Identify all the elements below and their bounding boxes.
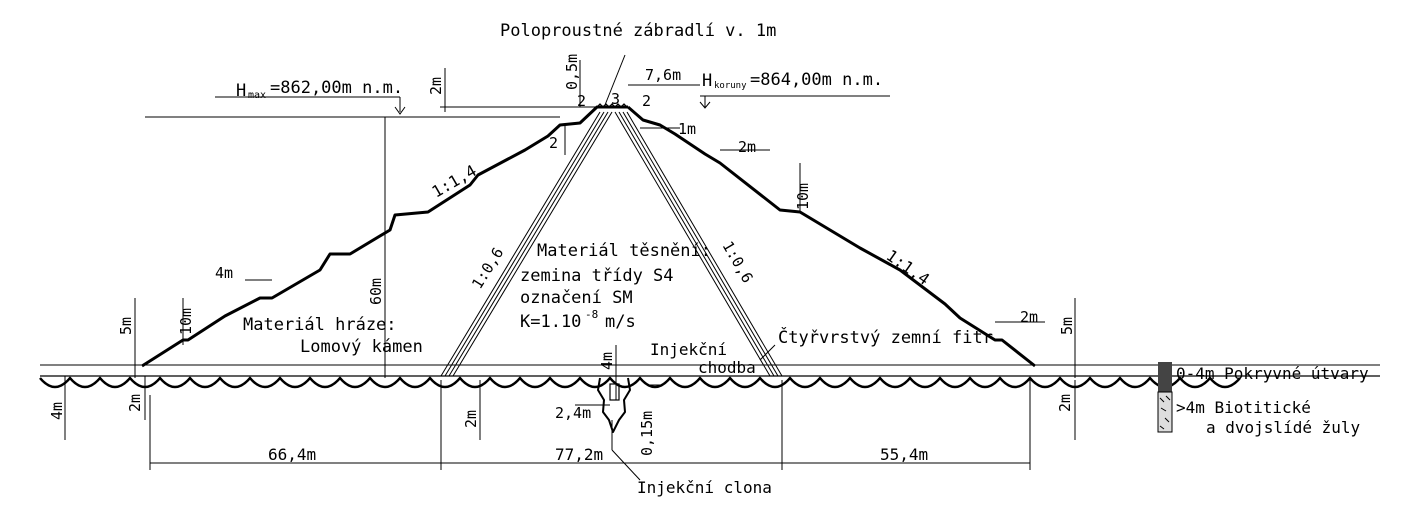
dim-crest-width: 7,6m [645, 66, 681, 84]
seal-material-class: zemina třídy S4 [520, 266, 674, 286]
crest-2-right: 2 [642, 92, 651, 110]
dim-60m: 60m [367, 278, 385, 305]
dam-material-value: Lomový kámen [300, 337, 423, 357]
dim-10m-right: 10m [794, 183, 812, 210]
dim-55-4m: 55,4m [880, 445, 928, 464]
dim-5m-right: 5m [1058, 317, 1076, 335]
slope-right: 1:1,4 [883, 246, 933, 289]
dim-2m-mid: 2m [462, 410, 480, 428]
dim-1m: 1m [678, 120, 696, 138]
hcrown-letter: H [702, 71, 712, 91]
dim-left-2m-top: 2m [427, 77, 445, 95]
seal-material-code: označení SM [520, 288, 633, 308]
seal-material-title: Materiál těsnění: [537, 241, 711, 261]
slope-core-left: 1:0,6 [468, 244, 507, 292]
dim-10m-left: 10m [177, 308, 195, 335]
dimension-lines [64, 54, 1076, 481]
legend-granite-label-1: >4m Biotitické [1176, 398, 1311, 417]
dim-0-15m: 0,15m [638, 411, 656, 456]
dim-2m-right-berm: 2m [738, 138, 756, 156]
seal-permeability-unit: m/s [605, 312, 636, 332]
seal-permeability-exponent: -8 [585, 308, 598, 321]
grout-curtain-label: Injekční clona [637, 478, 772, 497]
crest-2-left: 2 [577, 92, 586, 110]
crest-3: 3 [611, 90, 620, 108]
dim-4m-berm: 4m [215, 264, 233, 282]
legend-cover-hatch [1158, 362, 1172, 392]
dim-2m-left: 2m [126, 394, 144, 412]
legend-granite-dots [1159, 395, 1171, 430]
hcrown-subscript: koruny [714, 81, 747, 91]
dim-5m-left: 5m [117, 317, 135, 335]
hmax-subscript: max [248, 90, 266, 101]
legend-cover-label: 0-4m Pokryvné útvary [1176, 364, 1369, 383]
dim-2m-right-low: 2m [1020, 308, 1038, 326]
hmax-letter: H [236, 81, 246, 101]
crest-railing [596, 103, 628, 108]
core-right-layers [614, 111, 783, 377]
dim-4m-ground: 4m [48, 402, 66, 420]
slope-core-right: 1:0,6 [719, 238, 757, 286]
legend-granite-label-2: a dvojslídé žuly [1206, 418, 1360, 437]
crest-2-lower: 2 [549, 134, 558, 152]
grouting-gallery [597, 377, 631, 450]
dim-4m-gallery: 4m [598, 352, 616, 370]
seal-permeability: K=1.10 [520, 312, 581, 332]
filter-label: Čtyřvrstvý zemní fitr [778, 326, 993, 348]
gallery-label-2: chodba [698, 358, 756, 377]
hmax-label: =862,00m n.m. [270, 78, 403, 98]
dam-material-title: Materiál hráze: [243, 315, 397, 335]
hcrown-label: =864,00m n.m. [750, 70, 883, 90]
gallery-label-1: Injekční [650, 340, 727, 359]
dim-2m-right: 2m [1056, 394, 1074, 412]
upstream-face [141, 105, 628, 368]
bedrock-pattern [39, 376, 1241, 389]
railing-label: Poloproustné zábradlí v. 1m [500, 21, 776, 41]
dim-crest-top: 0,5m [563, 54, 581, 90]
dim-2-4m: 2,4m [555, 404, 591, 422]
hmax-marker [215, 96, 406, 115]
dim-77-2m: 77,2m [555, 445, 603, 464]
dim-66-4m: 66,4m [268, 445, 316, 464]
hcrown-marker [699, 95, 890, 109]
core-left-layers [440, 111, 613, 377]
